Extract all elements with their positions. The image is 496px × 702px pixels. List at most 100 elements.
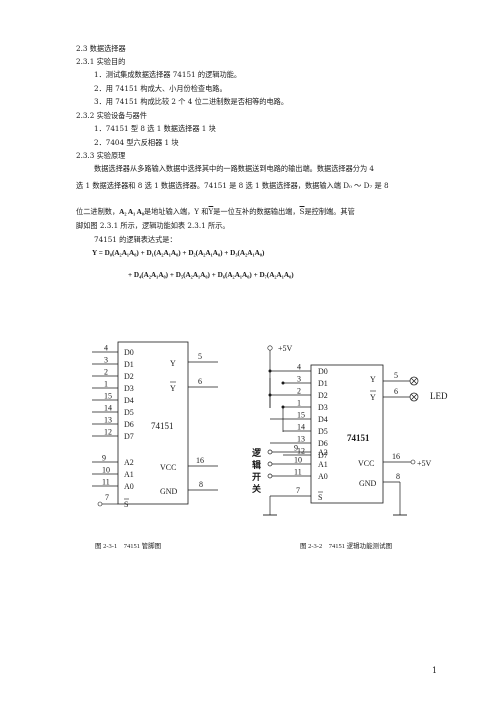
pin-label-data: D2: [318, 391, 328, 400]
pin-label-addr: A0: [124, 482, 134, 491]
pin-num-gnd: 8: [199, 480, 203, 489]
switch-label: 开: [252, 472, 261, 482]
supply-terminal: [267, 345, 273, 351]
pin-num-addr: 11: [102, 478, 110, 487]
pin-label-vcc: VCC: [160, 463, 176, 472]
pin-label-addr: A0: [318, 472, 328, 481]
para-text: 是控制端。其管: [304, 207, 355, 216]
pin-num-data: 12: [104, 428, 112, 437]
junction-dot: [281, 405, 285, 409]
switch-terminal: [267, 461, 273, 467]
switch-label: 辑: [252, 459, 261, 470]
pin-num-vcc: 16: [392, 452, 400, 461]
pin-label-data: D3: [124, 384, 134, 393]
pin-label-y: Y: [170, 359, 176, 368]
chip-body: [310, 364, 384, 504]
pin-label-gnd: GND: [359, 479, 377, 488]
pin-num-addr: 10: [294, 456, 302, 465]
pin-num-data: 14: [104, 404, 112, 413]
pin-num-data: 2: [297, 387, 301, 396]
pin-num-s: 7: [105, 493, 109, 502]
pin-label-ybar: Y: [170, 384, 176, 393]
pin-label-addr: A2: [318, 448, 328, 457]
pin-num-ybar: 6: [198, 377, 202, 386]
chip-name: 74151: [347, 433, 370, 443]
pin-num-vcc: 16: [196, 456, 204, 465]
formula-line-2: + D₄(A₂A₁A₀) + D₅(A₂A₁A₀) + D₆(A₂A₁A₀) +…: [128, 271, 294, 279]
pin-num-data: 13: [297, 435, 305, 444]
supply-label: +5V: [278, 344, 293, 353]
para-text: 位二进制数，: [76, 207, 120, 216]
pin-label-y: Y: [370, 375, 376, 384]
pin-num-data: 4: [104, 344, 108, 353]
pin-num-data: 15: [104, 392, 112, 401]
pin-label-vcc: VCC: [358, 459, 374, 468]
pin-label-data: D4: [318, 415, 328, 424]
pin-num-addr: 10: [102, 466, 110, 475]
pin-label-data: D4: [124, 396, 134, 405]
formula-line-1: Y = D₀(A₂A₁A₀) + D₁(A₂A₁A₀) + D₂(A₂A₁A₀)…: [92, 249, 265, 257]
pin-label-data: D7: [124, 432, 134, 441]
pin-num-data: 3: [297, 375, 301, 384]
pin-num-gnd: 8: [396, 472, 400, 481]
paragraph-line: 选 1 数据选择器和 8 选 1 数据选择器。74151 是 8 选 1 数据选…: [76, 181, 389, 190]
pin-num-addr: 11: [294, 468, 302, 477]
pin-num-addr: 9: [102, 454, 106, 463]
pin-label-s: S: [124, 500, 128, 509]
pin-label-addr: A1: [318, 460, 328, 469]
expression-intro: 74151 的逻辑表达式是：: [94, 235, 177, 244]
pin-label-ybar: Y: [370, 393, 376, 402]
pin-num-ybar: 6: [394, 387, 398, 396]
switch-label: 逻: [251, 448, 262, 458]
pin-label-data: D1: [124, 360, 134, 369]
page-number: 1: [432, 666, 438, 675]
pin-num-data: 13: [104, 416, 112, 425]
pin-label-data: D6: [318, 439, 328, 448]
pin-num-y: 5: [394, 371, 398, 380]
pin-num-data: 15: [297, 411, 305, 420]
pin-label-data: D5: [318, 427, 328, 436]
ybar-symbol: Y: [208, 207, 214, 216]
subsection-purpose: 2.3.1 实验目的: [76, 57, 126, 66]
led-icon: [409, 376, 419, 386]
pin-num-data: 14: [297, 423, 305, 432]
pin-label-data: D3: [318, 403, 328, 412]
pin-num-data: 1: [297, 399, 301, 408]
purpose-item: 2．用 74151 构成大、小月份检查电路。: [94, 84, 227, 93]
figure-caption-2: 图 2-3-2 74151 逻辑功能测试图: [300, 541, 392, 550]
pin-num-data: 4: [297, 363, 301, 372]
paragraph-line: 脚如图 2.3.1 所示，逻辑功能如表 2.3.1 所示。: [76, 221, 230, 230]
pin-label-data: D5: [124, 408, 134, 417]
section-title: 2.3 数据选择器: [76, 44, 126, 53]
figure-caption-1: 图 2-3-1 74151 管脚图: [95, 541, 161, 550]
para-text: 是地址输入端，Y 和: [143, 207, 209, 216]
chip-name: 74151: [151, 421, 174, 431]
purpose-item: 3．用 74151 构成比较 2 个 4 位二进制数是否相等的电路。: [94, 97, 289, 106]
pin-label-gnd: GND: [160, 487, 178, 496]
pin-label-s: S: [318, 493, 322, 502]
paragraph-line: 位二进制数，A₂ A₁ A₀是地址输入端，Y 和Y是一位互补的数据输出端，S是控…: [76, 207, 355, 217]
pin-num-data: 1: [104, 380, 108, 389]
pin-label-data: D1: [318, 379, 328, 388]
pin-num-y: 5: [198, 352, 202, 361]
address-symbols: A₂ A₁ A₀: [119, 208, 144, 216]
supply-label-right: +5V: [417, 459, 432, 468]
pin-num-data: 2: [104, 368, 108, 377]
pin-label-data: D7: [318, 451, 328, 460]
pin-label-data: D2: [124, 372, 134, 381]
led-icon: [409, 392, 419, 402]
switch-terminal: [267, 449, 273, 455]
equipment-item: 2．7404 型六反相器 1 块: [94, 138, 179, 147]
subsection-equipment: 2.3.2 实验设备与器件: [76, 111, 147, 120]
switch-terminal: [267, 473, 273, 479]
sbar-symbol: S: [299, 207, 305, 216]
chip-body: [117, 341, 189, 505]
junction-dot: [268, 369, 272, 373]
s-pin-terminal: [97, 501, 103, 507]
pin-num-data: 3: [104, 356, 108, 365]
paragraph-line: 数据选择器从多路输入数据中选择其中的一路数据送到电路的输出端。数据选择器分为 4: [94, 164, 374, 173]
subsection-principle: 2.3.3 实验原理: [76, 151, 126, 160]
equipment-item: 1．74151 型 8 选 1 数据选择器 1 块: [94, 124, 216, 133]
